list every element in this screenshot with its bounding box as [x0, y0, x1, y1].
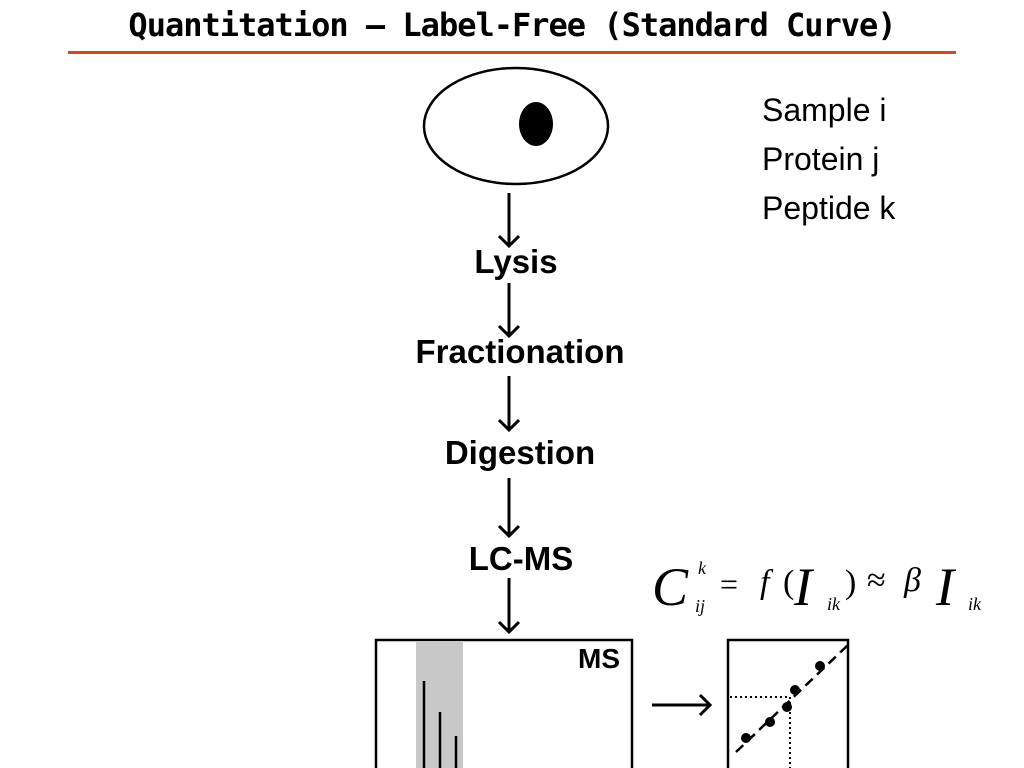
eq-intensity-symbol: I: [794, 557, 812, 617]
eq-right-paren: ): [845, 564, 857, 601]
eq-function-f: f: [760, 564, 770, 601]
title-underline: [68, 51, 956, 54]
standard-curve-line: [735, 644, 849, 753]
eq-left-paren: (: [783, 564, 795, 601]
arrow-ms-to-curve: [652, 693, 713, 717]
eq-subscript-ij: ij: [695, 596, 706, 616]
cell-membrane: [422, 66, 610, 186]
standard-curve-panel: [726, 638, 850, 768]
page-title: Quantitation – Label-Free (Standard Curv…: [128, 6, 896, 44]
eq-beta: β: [904, 562, 921, 599]
step-lcms: LC-MS: [468, 540, 574, 577]
curve-point: [790, 685, 800, 695]
arrow-fractionation-to-digestion: [497, 376, 521, 433]
curve-point: [782, 702, 792, 712]
eq-concentration-symbol: C: [652, 557, 689, 617]
step-fractionation: Fractionation: [415, 333, 625, 370]
eq-subscript-ik-2: ik: [968, 594, 981, 614]
arrow-lcms-to-ms: [497, 578, 521, 635]
eq-approx: ≈: [867, 562, 886, 599]
eq-subscript-ik: ik: [827, 594, 840, 614]
legend-peptide: Peptide k: [762, 190, 896, 226]
quantitation-equation: C k ij = f ( I ik ) ≈ β I ik: [650, 556, 1000, 626]
step-digestion: Digestion: [444, 434, 596, 471]
curve-point: [815, 661, 825, 671]
ms-panel-label: MS: [578, 643, 620, 674]
legend-sample: Sample i: [762, 92, 887, 128]
arrow-digestion-to-lcms: [497, 478, 521, 539]
curve-point: [741, 733, 751, 743]
ms-spectrum-panel: [374, 638, 634, 768]
eq-intensity-symbol-2: I: [936, 557, 954, 617]
arrow-cell-to-lysis: [497, 193, 521, 249]
eq-equals: =: [720, 566, 739, 602]
curve-point: [765, 717, 775, 727]
cell-nucleus: [519, 102, 553, 146]
arrow-lysis-to-fractionation: [497, 283, 521, 339]
step-lysis: Lysis: [474, 243, 558, 280]
legend-protein: Protein j: [762, 141, 880, 177]
eq-superscript-k: k: [698, 558, 706, 578]
index-legend: Sample i Protein j Peptide k: [762, 86, 895, 233]
